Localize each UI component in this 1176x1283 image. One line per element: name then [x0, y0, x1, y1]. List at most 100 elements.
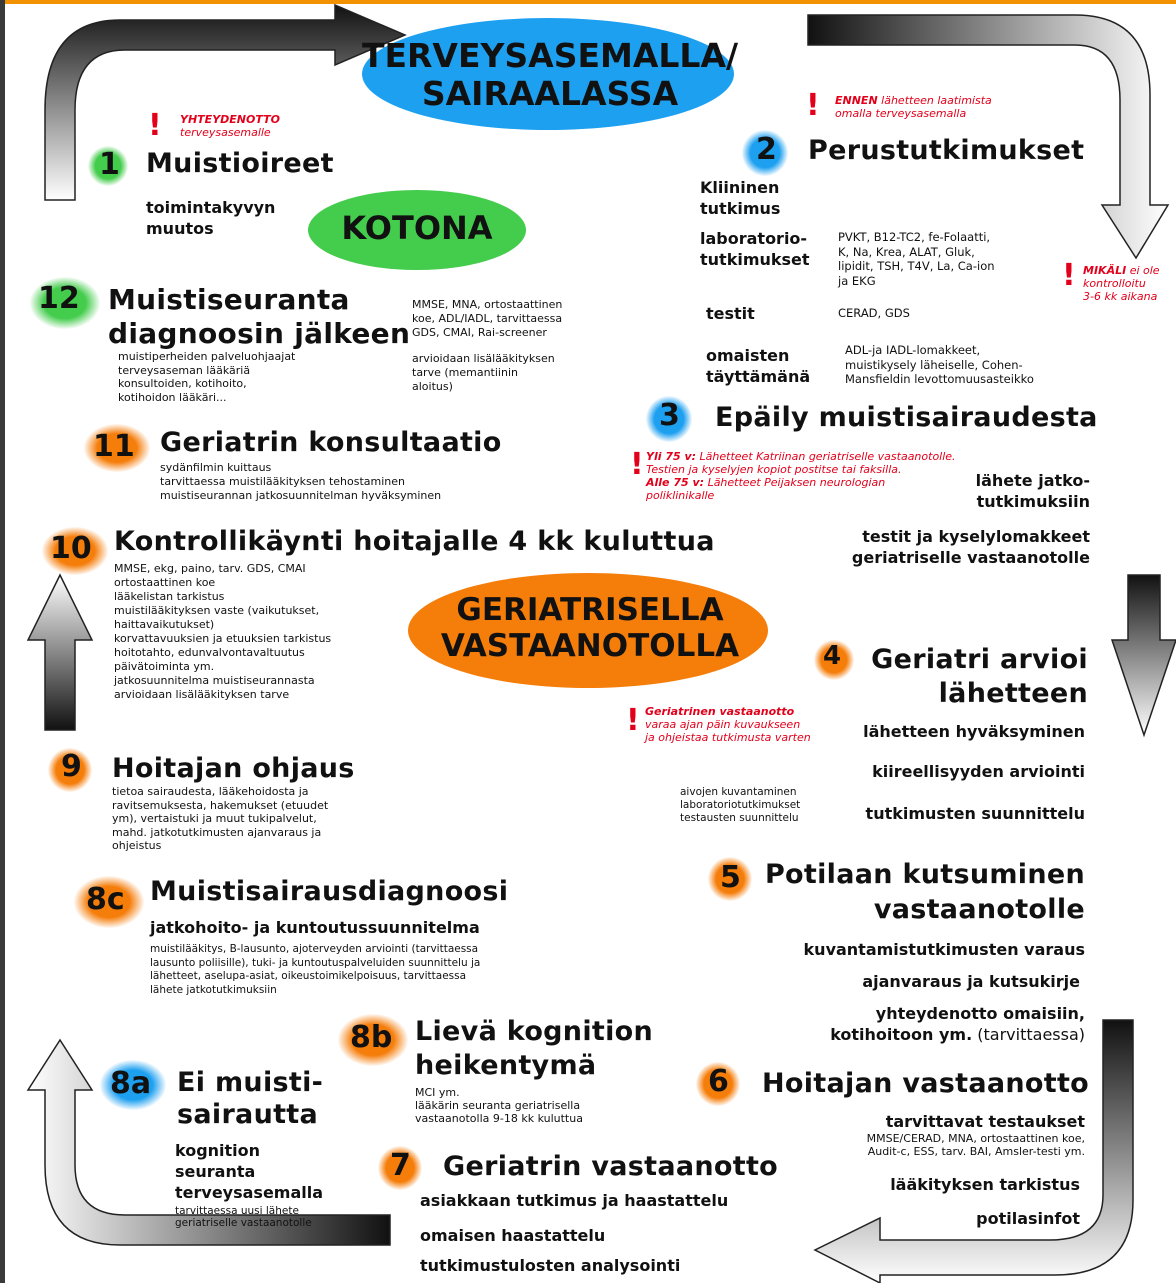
step-12-badge	[30, 277, 100, 329]
step-8c-sub: jatkohoito- ja kuntoutussuunnitelma	[150, 918, 480, 937]
step-3-sub1: lähete jatko-tutkimuksiin	[975, 471, 1090, 511]
arrow-bottom-right	[813, 1019, 1134, 1283]
step-2-row-lab: laboratorio-tutkimukset	[700, 229, 810, 269]
top-border	[0, 0, 1176, 4]
step-1-number: 1	[99, 147, 120, 182]
step-3-number: 3	[659, 398, 680, 433]
step-7-badge	[378, 1146, 422, 1190]
step-4-item-3: tutkimusten suunnittelu	[865, 804, 1085, 823]
step-5-item-3: yhteydenotto omaisiin, kotihoitoon ym. (…	[830, 1004, 1085, 1044]
step-5-number: 5	[720, 860, 741, 895]
step-10-number: 10	[50, 531, 92, 566]
step-1-badge	[88, 146, 128, 186]
step-7-item-3: tutkimustulosten analysointi	[420, 1256, 681, 1275]
step-2-badge	[742, 130, 788, 176]
exclamation-icon: !	[806, 88, 820, 123]
arrow-left-up	[26, 573, 94, 731]
step-3-title: Epäily muistisairaudesta	[715, 402, 1098, 433]
step-8a-badge	[100, 1060, 166, 1110]
step-6-sub: tarvittavat testaukset	[885, 1112, 1085, 1131]
step-4-item-1: lähetteen hyväksyminen	[863, 722, 1085, 741]
step-2-relatives-detail: ADL-ja IADL-lomakkeet,muistikysely lähei…	[845, 343, 1034, 386]
step-4-badge	[814, 640, 854, 680]
step-7-item-2: omaisen haastattelu	[420, 1226, 606, 1245]
step-6-title: Hoitajan vastaanotto	[762, 1068, 1089, 1099]
step-9-title: Hoitajan ohjaus	[112, 753, 355, 784]
step-12-number: 12	[38, 281, 80, 316]
step-6-small: MMSE/CERAD, MNA, ortostaattinen koe,Audi…	[866, 1132, 1085, 1158]
step-5-badge	[708, 857, 752, 901]
step-7-number: 7	[390, 1148, 411, 1183]
step-2-title: Perustutkimukset	[808, 135, 1085, 166]
step-6-item-2: potilasinfot	[976, 1209, 1080, 1228]
exclamation-icon: !	[1062, 258, 1076, 293]
step-8a-title: Ei muisti-sairautta	[177, 1067, 324, 1130]
step-1-title: Muistioireet	[146, 148, 334, 179]
step-8c-small: muistilääkitys, B-lausunto, ajoterveyden…	[150, 943, 481, 996]
left-border	[0, 0, 5, 1283]
step-7-title: Geriatrin vastaanotto	[443, 1151, 779, 1182]
step-6-number: 6	[708, 1064, 729, 1099]
step-8c-title: Muistisairausdiagnoosi	[150, 876, 509, 907]
step-11-title: Geriatrin konsultaatio	[160, 427, 502, 458]
location-home-ellipse	[308, 190, 526, 270]
step-7-item-1: asiakkaan tutkimus ja haastattelu	[420, 1191, 729, 1210]
step-3-badge	[646, 396, 692, 442]
exclamation-icon: !	[626, 703, 640, 738]
step-11-number: 11	[93, 429, 135, 464]
step-8c-badge	[74, 876, 144, 928]
exclamation-icon: !	[148, 108, 162, 143]
step-2-lab-detail: PVKT, B12-TC2, fe-Folaatti,K, Na, Krea, …	[838, 230, 995, 288]
step-8b-badge	[338, 1014, 408, 1066]
step-2-tests-detail: CERAD, GDS	[838, 306, 910, 320]
step-6-badge	[696, 1062, 740, 1106]
step-8b-number: 8b	[350, 1020, 393, 1055]
step-8a-number: 8a	[110, 1066, 152, 1101]
location-health-center-label: TERVEYSASEMALLA/SAIRAALASSA	[361, 36, 739, 113]
exclamation-icon: !	[630, 447, 644, 482]
arrow-top-left	[44, 3, 407, 201]
arrow-bottom-left	[26, 1038, 391, 1246]
arrow-top-right	[807, 14, 1170, 260]
step-2-row-tests: testit	[706, 304, 755, 323]
step-4-item-2: kiireellisyyden arviointi	[872, 762, 1085, 781]
step-10-badge	[42, 527, 108, 575]
step-5-item-2: ajanvaraus ja kutsukirje	[862, 972, 1080, 991]
location-geriatric-ellipse	[408, 573, 768, 688]
step-11-badge	[84, 424, 150, 472]
note-age: Yli 75 v: Lähetteet Katriinan geriatrise…	[646, 450, 956, 502]
location-home-label: KOTONA	[341, 209, 493, 247]
step-4-number: 4	[823, 641, 842, 671]
step-6-item-1: lääkityksen tarkistus	[890, 1175, 1080, 1194]
step-2-number: 2	[756, 132, 777, 167]
step-9-number: 9	[61, 749, 82, 784]
step-9-badge	[48, 748, 92, 792]
step-10-title: Kontrollikäynti hoitajalle 4 kk kuluttua	[114, 526, 715, 557]
step-5-item-1: kuvantamistutkimusten varaus	[803, 940, 1085, 959]
step-8c-number: 8c	[86, 882, 125, 917]
